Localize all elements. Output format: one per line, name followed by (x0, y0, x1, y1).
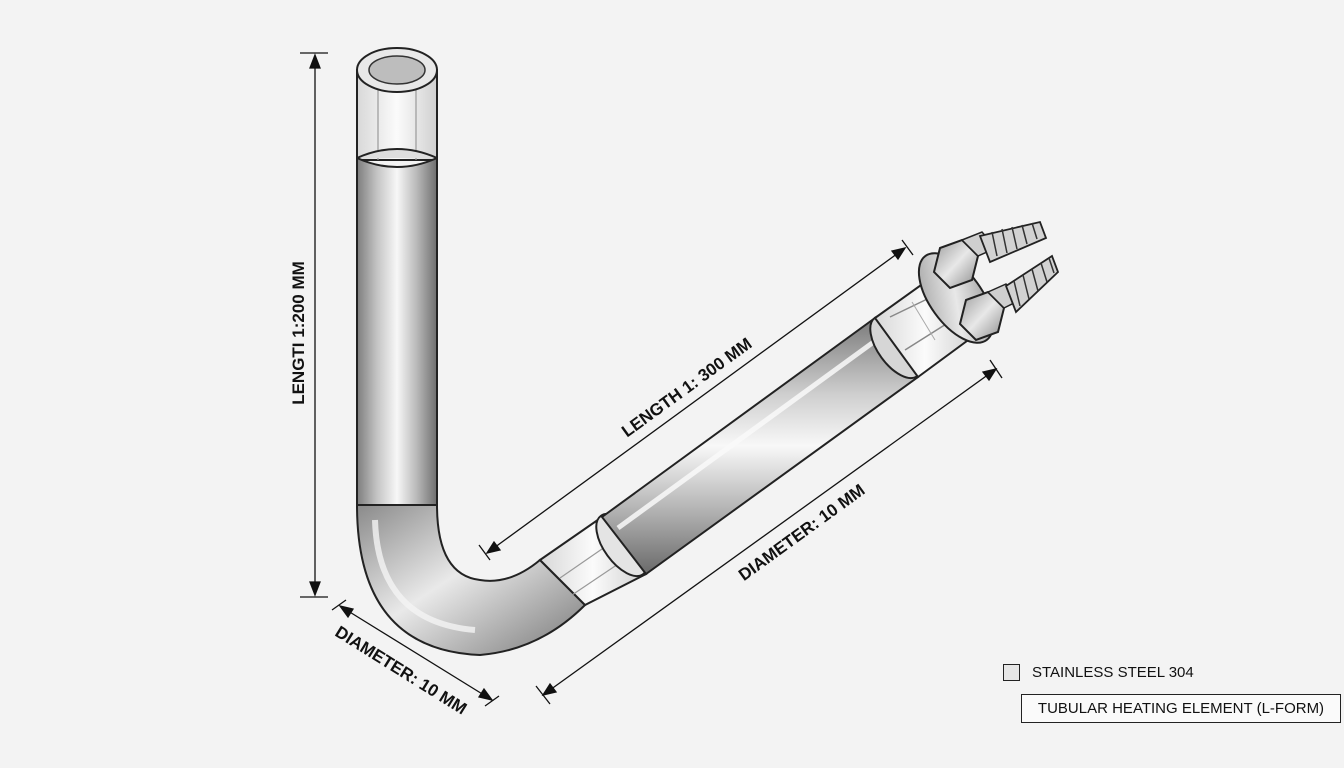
vertical-tube (356, 47, 438, 506)
lower-threaded-stud (1004, 254, 1060, 314)
tube-bend (355, 504, 587, 657)
material-legend: STAINLESS STEEL 304 (1003, 664, 1194, 681)
diameter-long-dimension (535, 359, 1003, 705)
horizontal-length-dimension (478, 239, 914, 561)
material-label: STAINLESS STEEL 304 (1032, 664, 1194, 681)
drawing-title: TUBULAR HEATING ELEMENT (L-FORM) (1037, 700, 1325, 717)
title-block: TUBULAR HEATING ELEMENT (L-FORM) (1021, 694, 1341, 723)
vertical-length-dimension (300, 52, 328, 598)
terminal-assembly (917, 220, 1060, 344)
vertical-length-label: LENGTI 1:200 MM (289, 261, 308, 405)
material-swatch (1003, 664, 1020, 681)
diameter-bend-dimension (331, 599, 500, 707)
upper-threaded-stud (978, 220, 1048, 264)
